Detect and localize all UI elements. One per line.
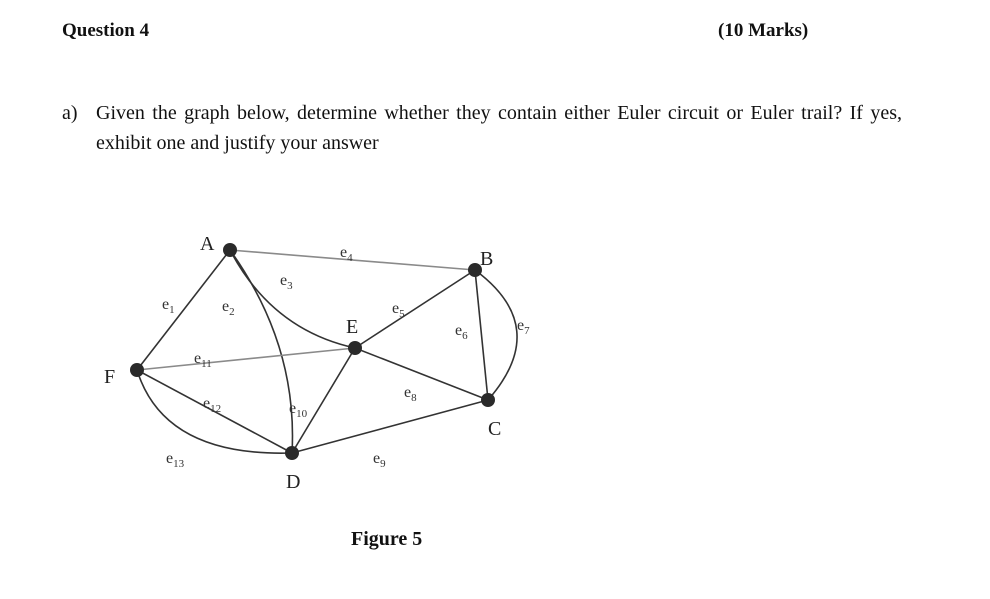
edge-e8	[354, 347, 489, 401]
part-a: a) Given the graph below, determine whet…	[62, 98, 902, 158]
question-title: Question 4	[62, 20, 150, 41]
edge-e9	[291, 399, 489, 454]
edge-label-e11: e11	[194, 350, 212, 370]
vertex-a	[223, 243, 237, 257]
edge-e6	[474, 269, 489, 401]
edge-label-e5: e5	[392, 300, 405, 320]
edge-label-e8: e8	[404, 384, 417, 404]
vertex-label-b: B	[480, 248, 493, 270]
edge-label-e10: e10	[289, 400, 308, 420]
edge-label-e9: e9	[373, 450, 386, 470]
vertex-f	[130, 363, 144, 377]
vertex-label-f: F	[104, 366, 115, 388]
edge-label-e4: e4	[340, 244, 353, 264]
edge-label-e2: e2	[222, 298, 235, 318]
edge-label-e6: e6	[455, 322, 468, 342]
vertex-label-d: D	[286, 471, 300, 493]
vertex-label-c: C	[488, 418, 501, 440]
vertex-label-a: A	[200, 233, 215, 255]
edge-e13	[136, 369, 293, 454]
question-marks: (10 Marks)	[718, 20, 809, 41]
edge-label-e13: e13	[166, 450, 185, 470]
vertex-b	[468, 263, 482, 277]
edge-e11	[136, 347, 356, 371]
edge-e10	[291, 347, 356, 454]
graph-diagram: A B C D E F e1 e2 e3 e4 e5 e6 e7 e8 e9 e…	[104, 233, 530, 493]
graph-figure: A B C D E F e1 e2 e3 e4 e5 e6 e7 e8 e9 e…	[60, 195, 580, 515]
edge-label-e7: e7	[517, 317, 530, 337]
edge-e3	[229, 249, 294, 454]
edge-label-e1: e1	[162, 296, 175, 316]
edge-e2	[229, 249, 356, 349]
edge-e7	[474, 269, 518, 401]
edge-e1	[136, 249, 231, 371]
vertex-c	[481, 393, 495, 407]
figure-caption: Figure 5	[351, 528, 423, 550]
edge-e12	[136, 369, 293, 454]
vertex-d	[285, 446, 299, 460]
part-a-label: a)	[62, 102, 78, 124]
vertex-e	[348, 341, 362, 355]
edge-label-e3: e3	[280, 272, 293, 292]
edge-e4	[229, 249, 476, 271]
part-a-text: Given the graph below, determine whether…	[96, 102, 902, 154]
edge-label-e12: e12	[203, 395, 221, 415]
edge-e5	[354, 269, 476, 349]
vertex-label-e: E	[346, 316, 358, 338]
